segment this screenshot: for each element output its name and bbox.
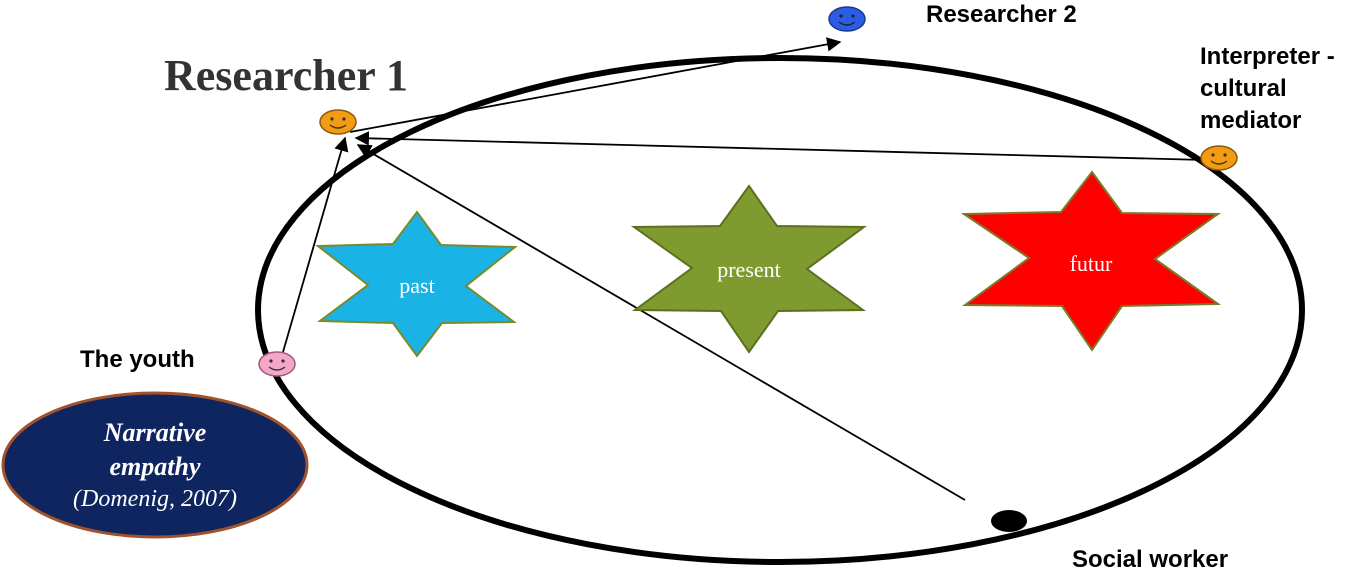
interpreter-label-line1: Interpreter - <box>1200 43 1335 70</box>
line-r1-to-r2 <box>349 37 842 133</box>
social-worker-label: Social worker <box>1072 546 1229 573</box>
line-social-worker-to-r1 <box>356 144 966 501</box>
interpreter-label-line3: mediator <box>1200 107 1302 134</box>
researcher2-face-icon <box>828 6 866 32</box>
oval-line3: (Domenig, 2007) <box>73 486 237 512</box>
line-interpreter-to-r1 <box>354 131 1206 161</box>
social-worker-dot-icon <box>991 510 1027 532</box>
interpreter-label-line2: cultural <box>1200 75 1287 102</box>
star-past-label: past <box>399 273 435 298</box>
star-future-label: futur <box>1069 251 1113 276</box>
star-present <box>630 184 867 354</box>
youth-face-icon <box>258 351 296 377</box>
oval-line1: Narrative <box>103 418 207 447</box>
researcher1-label: Researcher 1 <box>164 51 408 100</box>
main-ellipse <box>255 55 1305 565</box>
youth-label: The youth <box>80 346 195 373</box>
line-youth-to-r1 <box>282 136 349 353</box>
researcher1-face-icon <box>319 109 357 135</box>
oval-line2: empathy <box>109 452 201 481</box>
star-present-label: present <box>717 257 781 282</box>
star-past <box>315 210 518 358</box>
narrative-empathy-oval <box>1 391 309 539</box>
interpreter-face-icon <box>1200 145 1238 171</box>
researcher2-label: Researcher 2 <box>926 1 1077 28</box>
star-future <box>960 170 1222 352</box>
